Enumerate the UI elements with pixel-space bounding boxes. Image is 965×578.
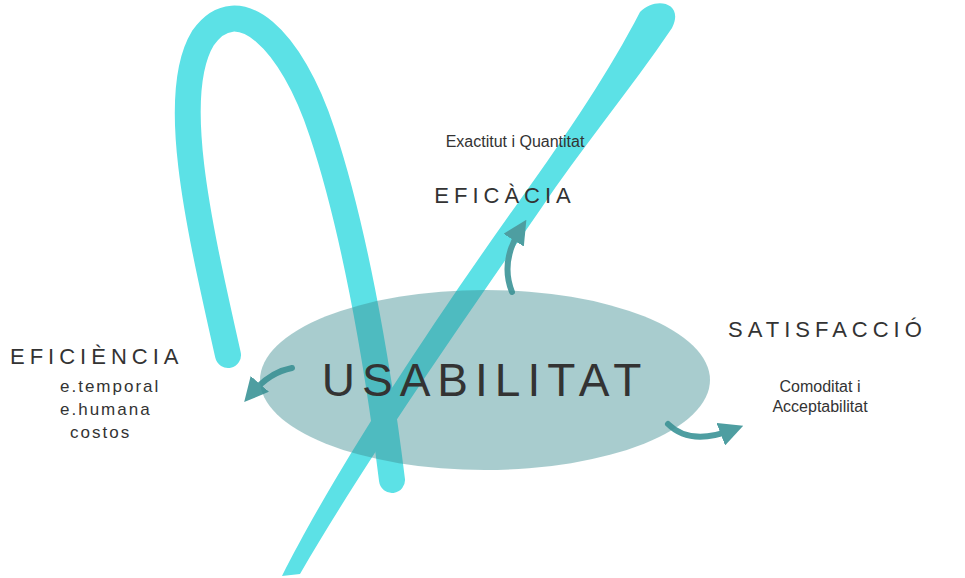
quality-item: e.humana <box>60 399 152 420</box>
concept-heading: EFICIÈNCIA <box>10 343 183 371</box>
node-title: USABILITAT <box>322 355 648 406</box>
brush-stroke-right <box>282 3 675 576</box>
quality-note: Comoditat i Acceptabilitat <box>758 377 883 417</box>
ellipse-outline <box>260 290 710 470</box>
quality-item: e.temporal <box>60 376 160 397</box>
concept-heading: EFICÀCIA <box>434 182 575 210</box>
concept-heading: SATISFACCIÓ <box>728 316 927 344</box>
ellipse-node: USABILITAT <box>260 290 710 470</box>
quality-note: Exactitut i Quantitat <box>446 132 585 152</box>
quality-item: costos <box>70 422 131 443</box>
arrow-up <box>508 230 521 292</box>
